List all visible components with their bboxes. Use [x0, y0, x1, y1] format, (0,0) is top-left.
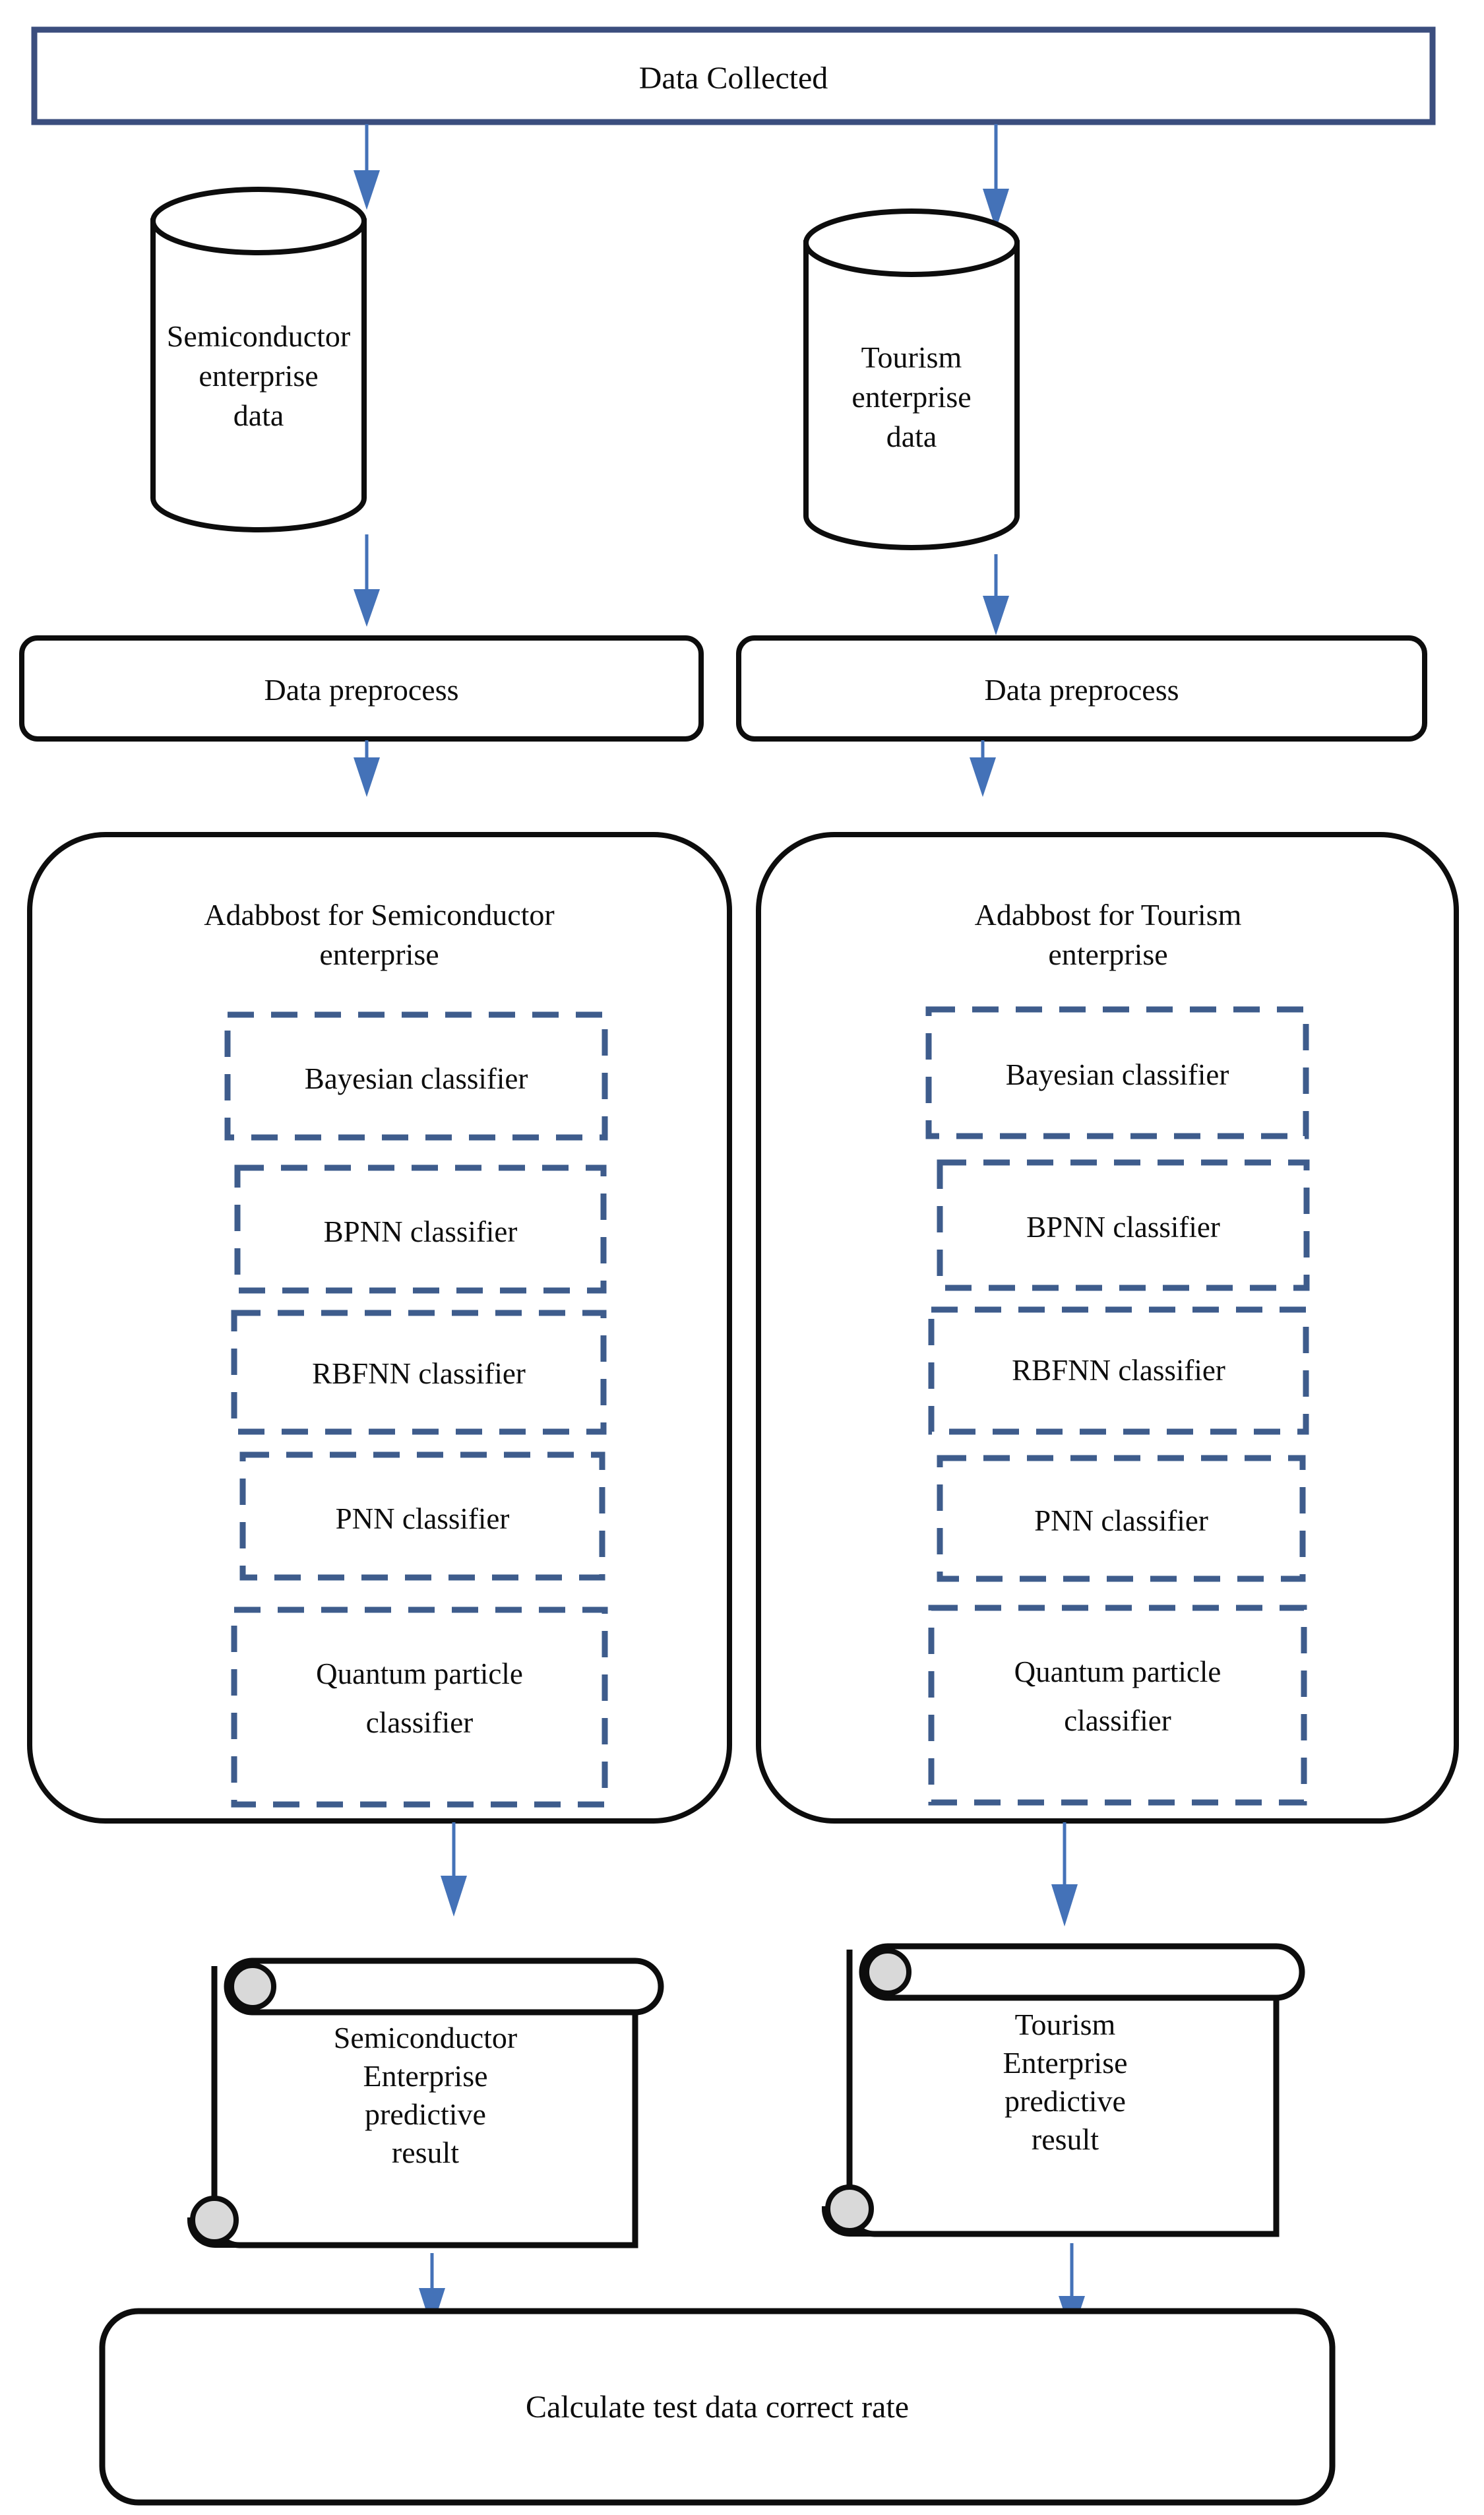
classifier-box-semiconductor-4[interactable] — [231, 1607, 608, 1808]
preprocess-right-box[interactable] — [736, 635, 1427, 742]
arrow-panel-right-to-result — [1051, 1822, 1078, 1926]
adaboost-tourism-panel[interactable] — [756, 832, 1459, 1824]
classifier-box-semiconductor-3[interactable] — [239, 1451, 605, 1581]
classifier-box-semiconductor-1[interactable] — [234, 1164, 607, 1294]
arrow-semiconductor-to-preprocess — [354, 534, 380, 627]
tourism-database-cylinder[interactable] — [803, 208, 1020, 550]
classifier-box-semiconductor-0[interactable] — [224, 1011, 608, 1141]
classifier-box-semiconductor-2[interactable] — [231, 1310, 607, 1435]
arrow-preprocess-left-to-panel — [354, 740, 380, 797]
arrow-tourism-to-preprocess — [983, 554, 1009, 635]
data-collected-box[interactable] — [31, 26, 1436, 125]
arrow-panel-left-to-result — [441, 1822, 467, 1917]
semiconductor-database-cylinder[interactable] — [150, 187, 367, 532]
semiconductor-result-scroll[interactable] — [187, 1958, 664, 2248]
classifier-box-tourism-1[interactable] — [937, 1159, 1310, 1291]
tourism-result-scroll[interactable] — [821, 1943, 1305, 2237]
adaboost-semiconductor-panel[interactable] — [27, 832, 732, 1824]
preprocess-left-box[interactable] — [19, 635, 704, 742]
classifier-box-tourism-2[interactable] — [928, 1306, 1309, 1435]
calculate-rate-box[interactable] — [99, 2308, 1336, 2506]
classifier-box-tourism-0[interactable] — [925, 1006, 1309, 1139]
arrow-top-to-semiconductor — [354, 124, 380, 210]
arrow-top-to-tourism — [983, 124, 1009, 230]
classifier-box-tourism-4[interactable] — [928, 1605, 1307, 1806]
classifier-box-tourism-3[interactable] — [937, 1455, 1306, 1582]
arrow-preprocess-right-to-panel — [970, 740, 996, 797]
